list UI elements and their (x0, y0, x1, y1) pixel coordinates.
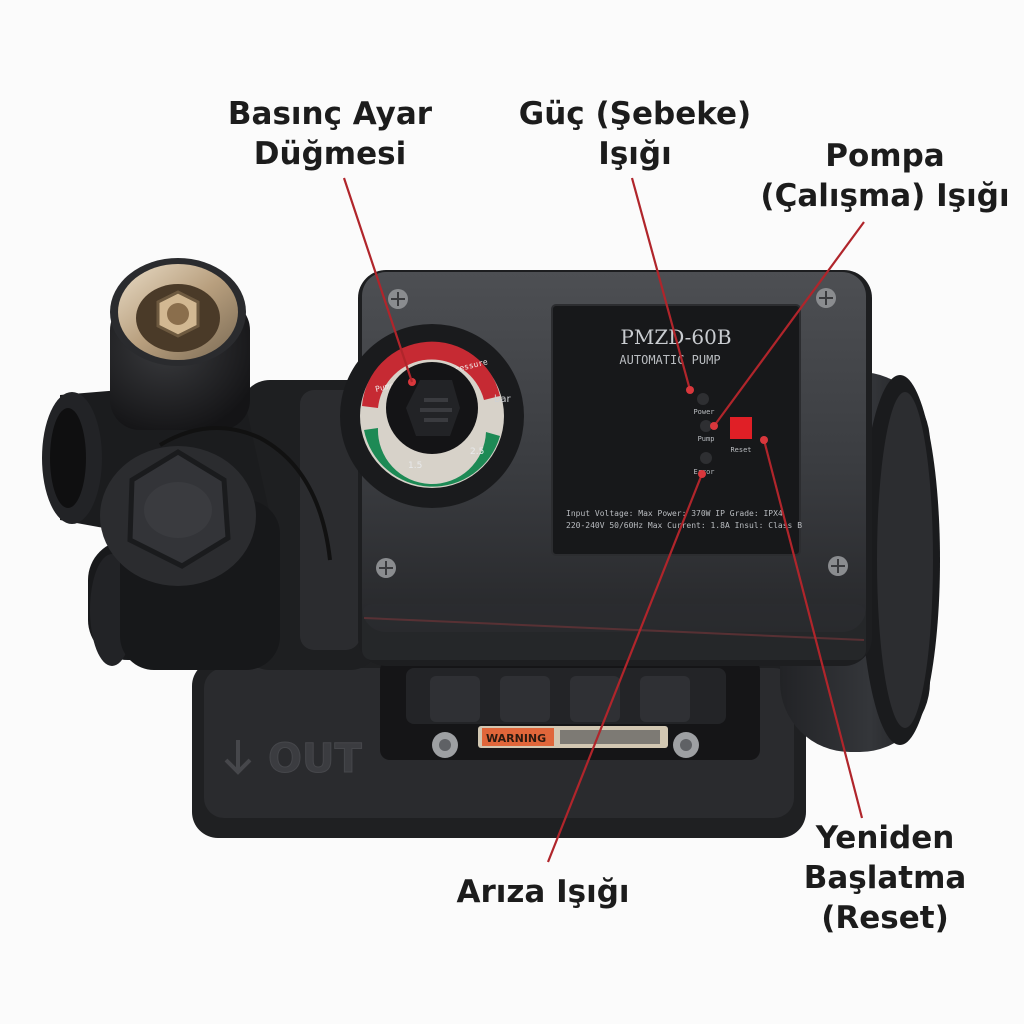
lower-mechanics: WARNING (380, 660, 760, 760)
power-led (697, 393, 709, 405)
leader-pressure-knob (342, 177, 414, 383)
reset-button[interactable] (730, 417, 752, 439)
power-led-label: Power (693, 408, 714, 416)
label-pressure-knob-line-1: Basınç Ayar (227, 96, 433, 132)
screw-tr-icon (816, 288, 836, 308)
label-power-light-line-2: Işığı (598, 136, 672, 172)
marker-reset (760, 436, 768, 444)
label-pump-light-line-2: (Çalışma) Işığı (760, 178, 1010, 214)
label-pressure-knob: Basınç Ayar Düğmesi (215, 94, 445, 174)
screw-tl-icon (388, 289, 408, 309)
pressure-knob[interactable]: Pump Start - on Pressure bar 1.5 2.5 (340, 324, 524, 508)
label-power-light: Güç (Şebeke) Işığı (512, 94, 758, 174)
priming-cap (100, 426, 332, 670)
marker-dots (686, 386, 768, 478)
label-pump-light-line-1: Pompa (825, 138, 945, 174)
pump-led-label: Pump (698, 435, 715, 443)
knob-tick-1: 1.5 (408, 461, 422, 471)
out-marking: OUT (268, 736, 362, 782)
label-fault-light: Arıza Işığı (448, 872, 638, 912)
screw-br-icon (828, 556, 848, 576)
label-fault-light-line-1: Arıza Işığı (456, 874, 630, 910)
label-reset-line-3: (Reset) (821, 900, 949, 936)
label-pump-light: Pompa (Çalışma) Işığı (752, 136, 1018, 216)
label-pressure-knob-line-2: Düğmesi (253, 136, 407, 172)
leader-fault-light (546, 473, 704, 863)
screw-bl-icon (376, 558, 396, 578)
reset-button-label: Reset (730, 446, 751, 454)
label-reset-line-1: Yeniden (815, 820, 955, 856)
marker-power (686, 386, 694, 394)
knob-unit: bar (494, 394, 511, 405)
leader-power-light (630, 177, 692, 391)
leader-lines (342, 177, 865, 863)
label-reset-line-2: Başlatma (803, 860, 967, 896)
leader-pump-light (713, 221, 865, 427)
panel-subtitle: AUTOMATIC PUMP (619, 353, 720, 367)
marker-fault (698, 470, 706, 478)
pump-led (700, 420, 712, 432)
control-panel: PMZD-60B AUTOMATIC PUMP Power Pump Error… (551, 304, 802, 556)
spec-line-2: 220-240V 50/60Hz Max Current: 1.8A Insul… (566, 521, 802, 530)
fault-led (700, 452, 712, 464)
label-power-light-line-1: Güç (Şebeke) (518, 96, 752, 132)
label-reset: Yeniden Başlatma (Reset) (800, 818, 970, 938)
spec-line-1: Input Voltage: Max Power: 370W IP Grade:… (566, 509, 783, 518)
knob-tick-2: 2.5 (470, 447, 484, 457)
leader-reset (762, 439, 864, 819)
warning-sticker: WARNING (486, 732, 546, 745)
marker-pump (710, 422, 718, 430)
